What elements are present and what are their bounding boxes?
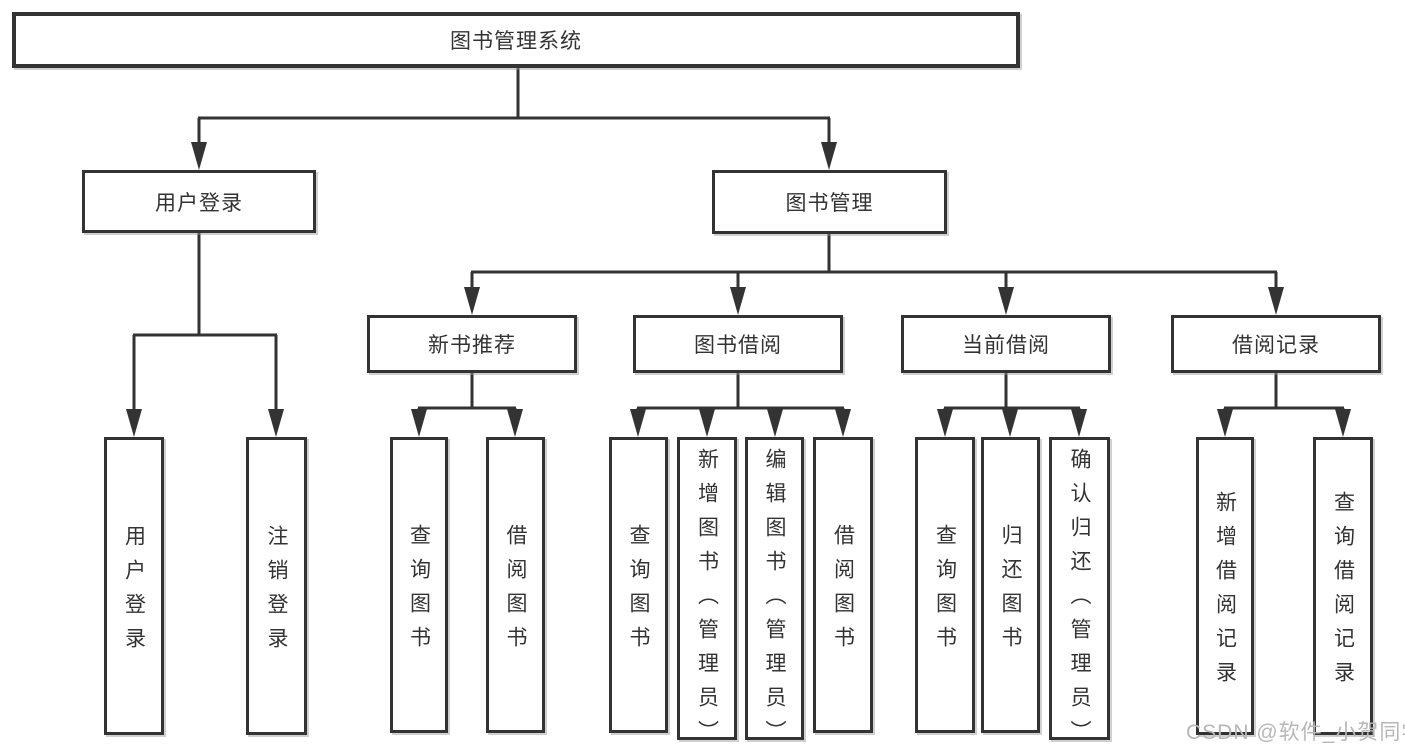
node-new-book-recommend: 新书推荐 [367, 315, 577, 373]
connector-new-book-recommend [411, 373, 523, 437]
leaf-borrowing-edit-books-admin: 编辑图书（管理员） [745, 437, 804, 747]
node-current-borrowing: 当前借阅 [901, 315, 1111, 373]
node-book-management: 图书管理 [712, 170, 947, 234]
leaf-borrowing-add-books-admin: 新增图书（管理员） [677, 437, 737, 747]
leaf-borrowing-query-books: 查询图书 [609, 437, 668, 733]
leaf-records-query-borrow-record: 查询借阅记录 [1313, 437, 1373, 735]
leaf-current-return-books: 归还图书 [981, 437, 1040, 733]
node-root: 图书管理系统 [12, 12, 1020, 68]
connector-book-management [464, 234, 1284, 315]
leaf-recommend-borrow-books: 借阅图书 [486, 437, 545, 733]
node-user-login: 用户登录 [82, 170, 316, 233]
node-borrow-records: 借阅记录 [1171, 315, 1381, 373]
connector-user-login [126, 233, 284, 437]
leaf-records-add-borrow-record: 新增借阅记录 [1196, 437, 1254, 735]
leaf-recommend-query-books: 查询图书 [390, 437, 448, 733]
watermark: CSDN @软件_小贺同学 [1186, 721, 1405, 744]
connector-book-borrowing [630, 373, 851, 437]
connector-borrow-records [1217, 373, 1351, 437]
leaf-current-confirm-return-admin: 确认归还（管理员） [1049, 437, 1110, 747]
connector-root [191, 66, 837, 170]
leaf-current-query-books: 查询图书 [915, 437, 975, 733]
leaf-user-login: 用户登录 [104, 437, 164, 735]
connector-current-borrowing [937, 373, 1087, 437]
node-book-borrowing: 图书借阅 [633, 315, 843, 373]
leaf-borrowing-borrow-books: 借阅图书 [813, 437, 873, 733]
leaf-logout: 注销登录 [246, 437, 307, 735]
